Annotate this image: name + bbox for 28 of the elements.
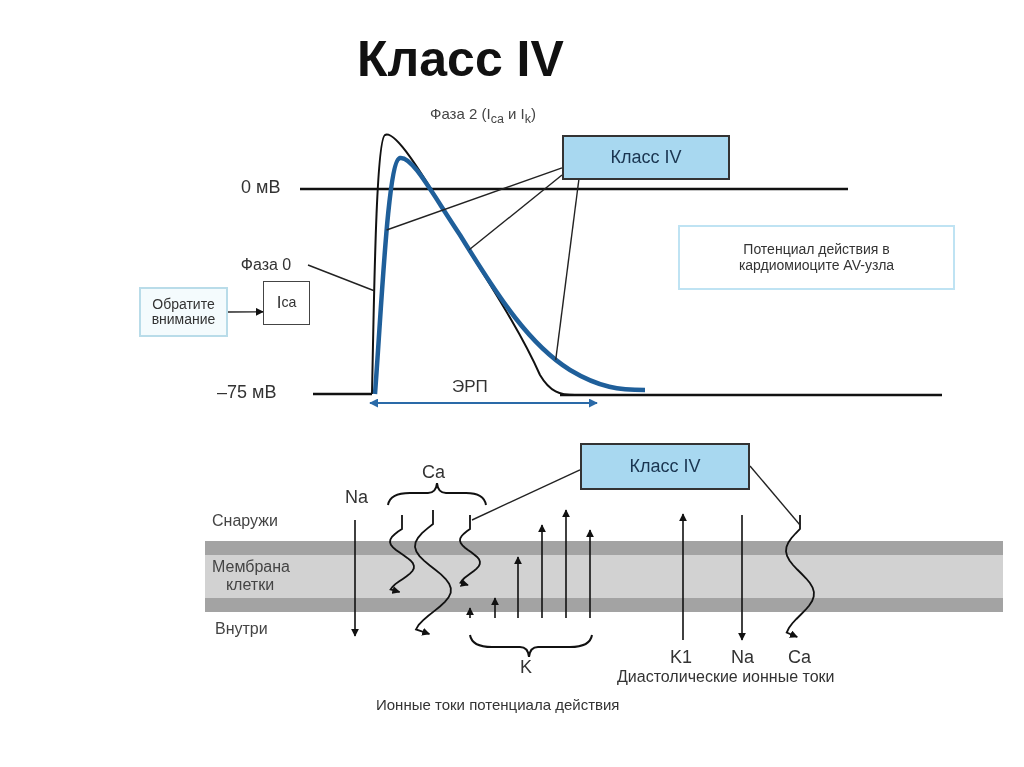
phase-label: Фаза 0 [224, 254, 308, 276]
leader-line [307, 264, 375, 292]
voltage-label: 0 мВ [241, 178, 281, 198]
title: Класс IV [357, 32, 564, 87]
ion-label: Na [731, 648, 754, 668]
ion-label: Ca [422, 463, 445, 483]
ion-label: Ca [788, 648, 811, 668]
leader-line [749, 465, 801, 526]
voltage-label: –75 мВ [217, 383, 277, 403]
caption-text: Ионные токи потенциала действия [376, 697, 620, 714]
ion-label: Na [345, 488, 368, 508]
caption-box: Потенциал действия в кардиомиоците AV-узла [678, 225, 955, 290]
region-label: Снаружи [212, 512, 278, 530]
caption-text: Диастолические ионные токи [617, 668, 835, 686]
leader-line [471, 469, 581, 521]
ion-label: K1 [670, 648, 693, 668]
class-label-box: Класс IV [562, 135, 730, 180]
class-label-box: Класс IV [580, 443, 750, 490]
arrow [227, 307, 264, 316]
interval-label: ЭРП [452, 378, 488, 397]
leader-line [468, 174, 563, 251]
note-box: Обратите внимание [139, 287, 228, 337]
leader-line [385, 167, 563, 231]
ion-label: K [520, 658, 532, 678]
leader-line [555, 179, 580, 361]
region-label: Мембрана клетки [212, 558, 288, 594]
phase-label: Фаза 2 (I$_{ca}$ и I$_{k}$) [430, 106, 536, 127]
region-label: Внутри [215, 620, 268, 638]
